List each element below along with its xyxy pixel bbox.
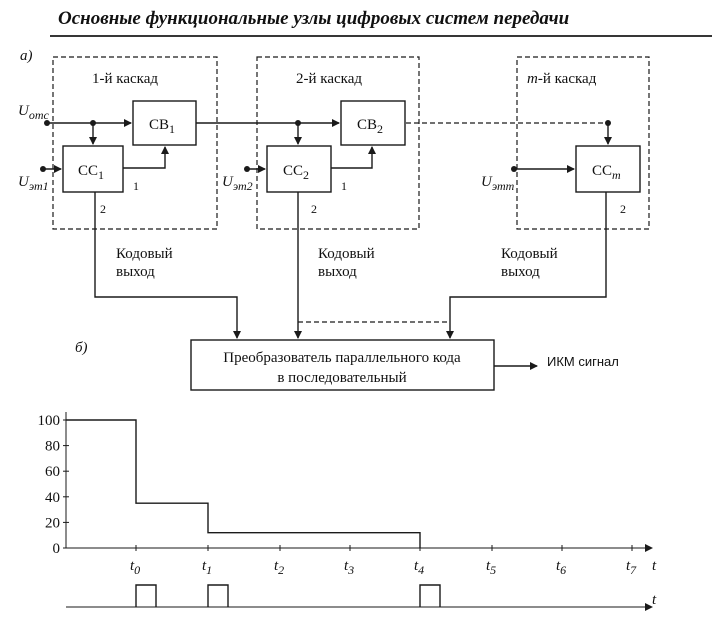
x-tick-label: t3: [344, 558, 354, 577]
cmpm-block: [575, 145, 641, 193]
cmp1-port1-to-sw1: [123, 146, 169, 169]
code-out-m-line: [446, 192, 607, 339]
sw1-block: [132, 100, 197, 146]
sw2-block: [340, 100, 406, 146]
output-label: ИКМ сигнал: [547, 354, 619, 369]
converter-block: [190, 339, 495, 391]
y-tick-label: 0: [53, 541, 61, 557]
y-tick-label: 100: [38, 413, 61, 429]
cascade-1-frame: [52, 56, 218, 230]
ref2-label: Uэт2: [222, 174, 253, 193]
code-out-1-label-2: выход: [116, 264, 155, 280]
x-tick-label: t4: [414, 558, 424, 577]
sw1-label: CB1: [149, 117, 175, 136]
cascade-1-label: 1-й каскад: [92, 71, 158, 87]
panel-b-label: б): [75, 340, 88, 356]
cmpm-label: CCm: [592, 163, 621, 182]
y-tick-label: 20: [45, 515, 60, 531]
cmp2-port1-label: 1: [341, 179, 347, 193]
code-out-1-line: [94, 192, 241, 339]
code-out-m-label-2: выход: [501, 264, 540, 280]
x-tick-label: t2: [274, 558, 284, 577]
clock-pulse: [135, 584, 157, 607]
x-axis-label: t: [652, 558, 657, 574]
cmp1-block: [62, 145, 124, 193]
cmp2-port2-label: 2: [311, 202, 317, 216]
y-tick-label: 40: [45, 490, 60, 506]
cmp1-port1-label: 1: [133, 179, 139, 193]
clock-pulse: [419, 584, 441, 607]
cmpm-port2-label: 2: [620, 202, 626, 216]
x-tick-label: t5: [486, 558, 496, 577]
cascade-m-frame: [516, 56, 650, 230]
cmp2-block: [266, 145, 332, 193]
clock-pulse: [207, 584, 229, 607]
ref1-label: Uэт1: [18, 174, 49, 193]
code-out-2-label-1: Кодовый: [318, 246, 375, 262]
x-tick-label: t7: [626, 558, 637, 577]
code-out-2-label-2: выход: [318, 264, 357, 280]
page-title: Основные функциональные узлы цифровых си…: [58, 8, 569, 29]
converter-line-1: Преобразователь параллельного кода: [223, 350, 461, 366]
cascade-m-label: m-й каскад: [527, 71, 597, 87]
x-tick-label: t0: [130, 558, 140, 577]
y-tick-label: 80: [45, 439, 60, 455]
x-tick-label: t6: [556, 558, 566, 577]
cascade-2-frame: [256, 56, 420, 230]
converter-line-2: в последовательный: [277, 370, 406, 386]
cmp1-label: CC1: [78, 163, 104, 182]
step-series-line: [66, 419, 421, 548]
cmp1-port2-label: 2: [100, 202, 106, 216]
cascade-2-label: 2-й каскад: [296, 71, 362, 87]
refm-label: Uэтm: [481, 174, 515, 193]
input-signal-label: Uотс: [18, 103, 50, 122]
cmp2-port1-to-sw2: [331, 146, 376, 169]
code-out-m-label-1: Кодовый: [501, 246, 558, 262]
sw2-label: CB2: [357, 117, 383, 136]
step-chart: 0 20 40 60 80 100 t0 t1 t2 t3 t4 t5 t6 t7 t t: [38, 412, 657, 611]
x-tick-label: t1: [202, 558, 212, 577]
y-tick-label: 60: [45, 464, 60, 480]
pulse-axis-label: t: [652, 592, 657, 608]
cmp2-label: CC2: [283, 163, 309, 182]
panel-a-label: а): [20, 48, 33, 64]
code-out-1-label-1: Кодовый: [116, 246, 173, 262]
